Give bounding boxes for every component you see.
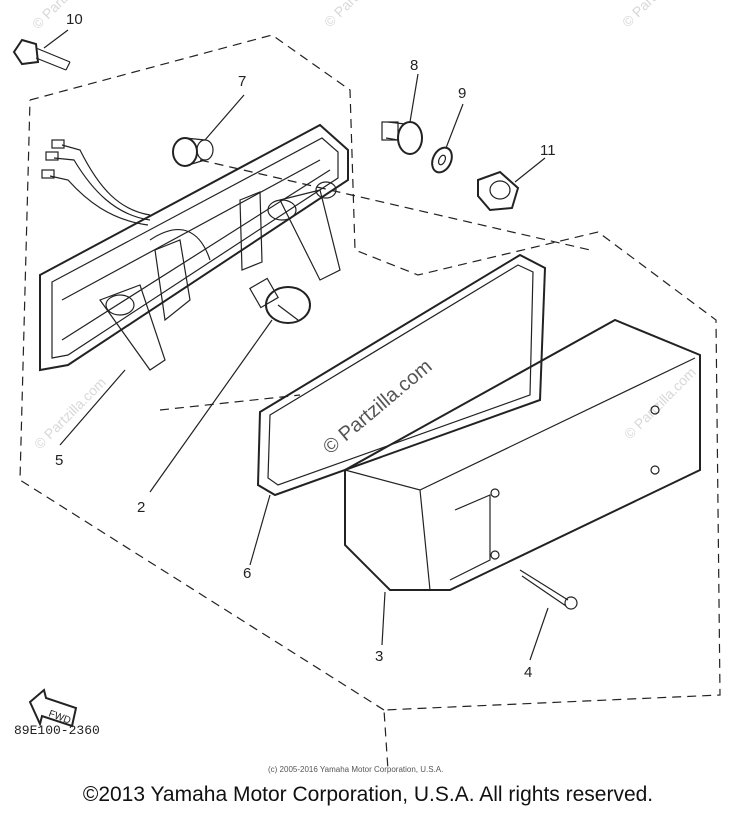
collar: [381, 121, 423, 155]
alignment-lines: [159, 159, 591, 411]
small-copyright: (c) 2005-2016 Yamaha Motor Corporation, …: [268, 765, 444, 774]
base-housing: [39, 123, 349, 372]
callout-2: 2: [137, 499, 145, 516]
callout-5: 5: [55, 452, 63, 469]
callout-4: 4: [524, 664, 532, 681]
lens: [344, 318, 701, 591]
fwd-arrow: FWD: [28, 688, 78, 728]
wire-harness: [41, 139, 151, 226]
leader-lines: [43, 29, 549, 661]
callout-3: 3: [375, 648, 383, 665]
assembly-boundary: [19, 34, 721, 771]
grommet: [172, 137, 214, 167]
diagram-code: 89E100-2360: [14, 723, 100, 738]
callout-9: 9: [458, 85, 466, 102]
nut: [477, 170, 520, 212]
callout-7: 7: [238, 73, 246, 90]
callout-6: 6: [243, 565, 251, 582]
callout-labels: 7 10 8 9 11 5 2 6 3 4: [55, 11, 556, 681]
gasket: [256, 253, 547, 497]
copyright-footer: ©2013 Yamaha Motor Corporation, U.S.A. A…: [82, 783, 654, 806]
mounting-screw: [12, 38, 71, 71]
callout-10: 10: [66, 11, 83, 28]
washer: [431, 146, 453, 174]
bulb: [249, 277, 311, 324]
watermark-top-right: © Partzilla.com: [619, 0, 697, 30]
watermark-top-center: © Partzilla.com: [321, 0, 399, 30]
watermark-right: © Partzilla.com: [621, 364, 699, 442]
watermark-left: © Partzilla.com: [31, 374, 109, 452]
callout-11: 11: [540, 142, 556, 159]
callout-8: 8: [410, 57, 418, 74]
lens-screw: [519, 569, 578, 610]
